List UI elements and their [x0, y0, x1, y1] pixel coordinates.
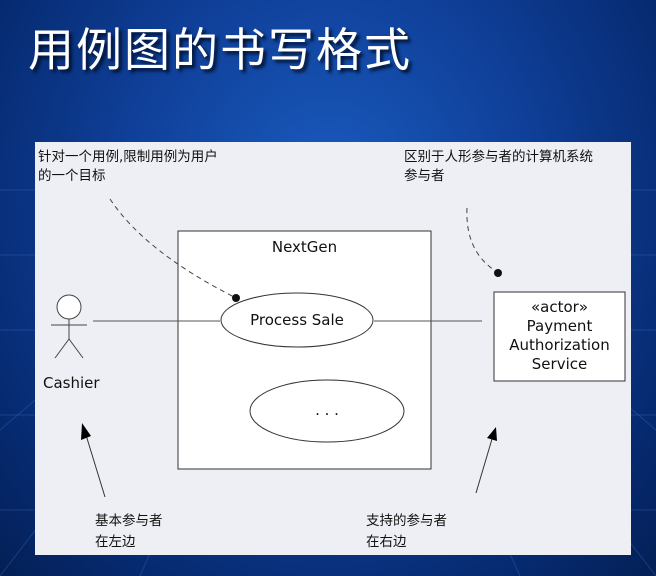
cashier-actor-label: Cashier — [43, 374, 100, 392]
diagram-panel: 针对一个用例,限制用例为用户 的一个目标 区别于人形参与者的计算机系统 参与者 … — [35, 142, 631, 555]
system-actor-note-line-2: 参与者 — [404, 168, 445, 184]
use-case-placeholder — [249, 379, 405, 443]
system-actor-note: 区别于人形参与者的计算机系统 参与者 — [404, 148, 593, 186]
payment-service-name-line-2: Authorization — [509, 336, 610, 354]
left-note-line-2: 在左边 — [95, 534, 136, 550]
note-anchor-right — [494, 269, 502, 277]
slide-title: 用例图的书写格式 — [28, 23, 412, 77]
arrow-left-head — [81, 423, 91, 440]
use-case-note-line-1: 针对一个用例,限制用例为用户 — [38, 149, 218, 165]
payment-service-name-line-3: Service — [531, 355, 588, 373]
note-anchor-left — [232, 294, 240, 302]
arrow-left-line — [85, 434, 106, 498]
cashier-actor-icon — [51, 294, 87, 359]
note-connector-left — [109, 198, 237, 299]
system-name: NextGen — [271, 238, 338, 256]
use-case-process-sale — [220, 292, 374, 348]
actor-stereotype: «actor» — [530, 298, 589, 316]
left-note: 基本参与者 在左边 — [95, 511, 163, 553]
arrow-right-line — [475, 438, 493, 494]
left-note-line-1: 基本参与者 — [95, 513, 163, 529]
note-connector-right — [466, 207, 498, 273]
payment-service-name-line-1: Payment — [526, 317, 593, 335]
use-case-placeholder-label: . . . — [315, 401, 339, 419]
use-case-note: 针对一个用例,限制用例为用户 的一个目标 — [38, 148, 218, 186]
payment-service-actor-box — [493, 291, 626, 382]
right-note: 支持的参与者 在右边 — [366, 511, 447, 553]
right-note-line-2: 在右边 — [366, 534, 407, 550]
payment-service-actor-label: «actor» Payment Authorization Service — [494, 298, 625, 374]
use-case-diagram — [51, 198, 626, 498]
arrow-right-head — [487, 427, 497, 441]
use-case-process-sale-label: Process Sale — [250, 311, 344, 329]
right-note-line-1: 支持的参与者 — [366, 513, 447, 529]
system-actor-note-line-1: 区别于人形参与者的计算机系统 — [404, 149, 593, 165]
use-case-note-line-2: 的一个目标 — [38, 168, 106, 184]
